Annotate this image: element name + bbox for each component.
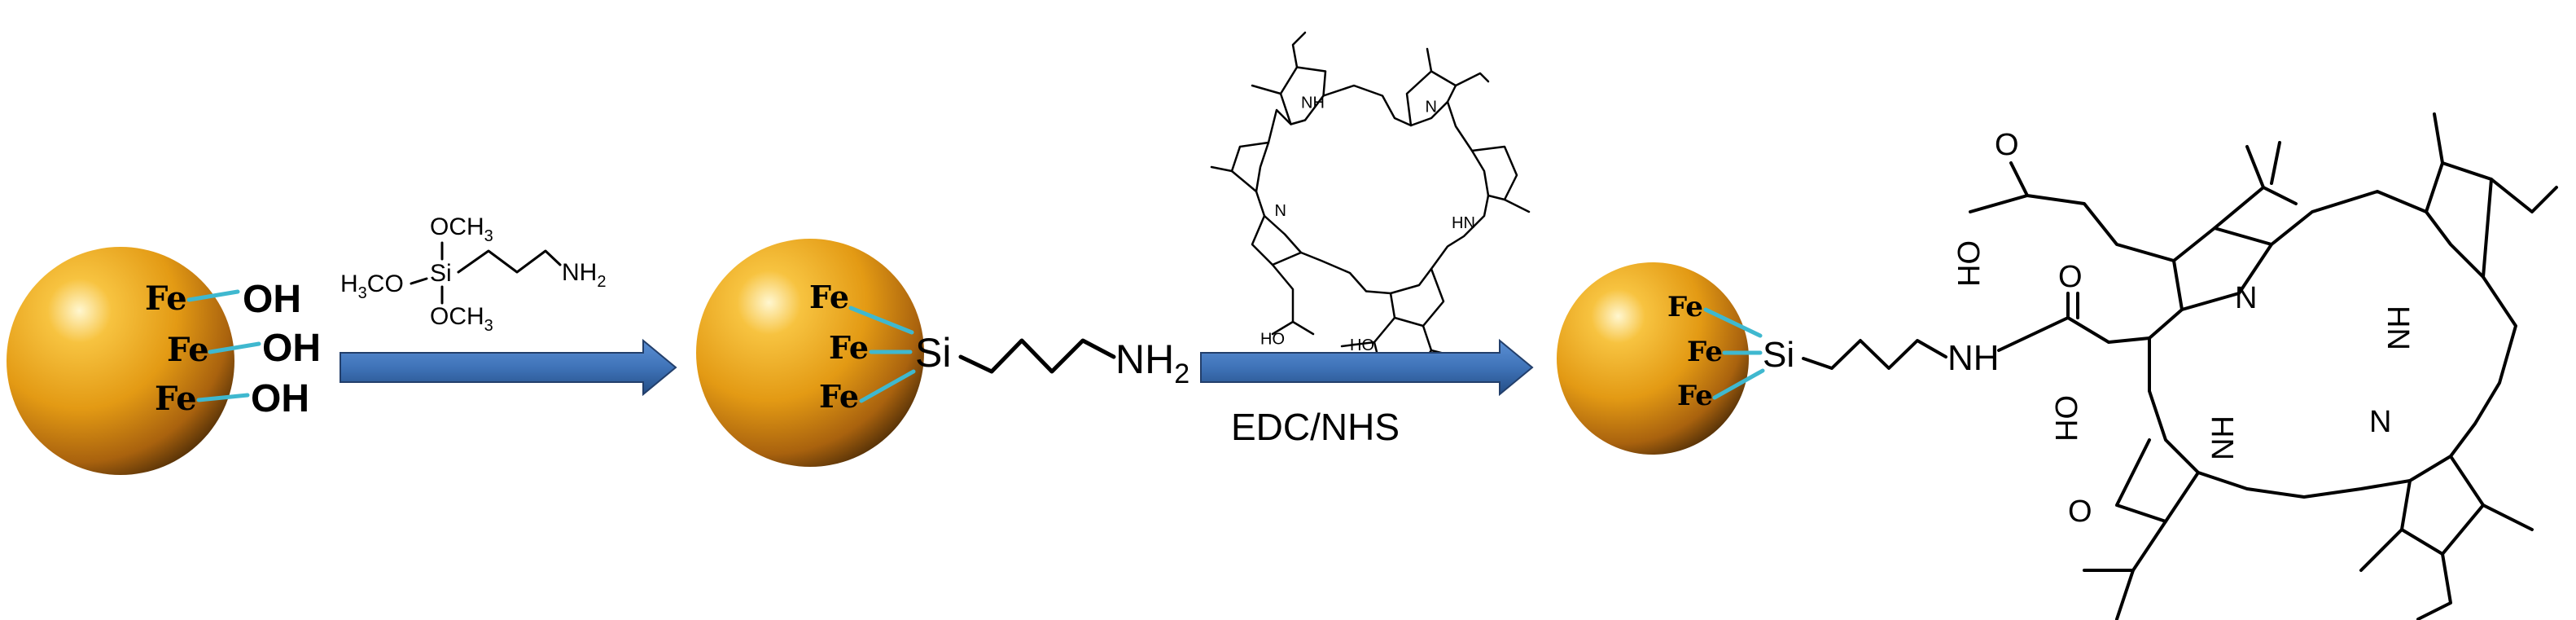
si-o-left-bond (410, 277, 428, 285)
particle-conjugate: Fe Fe Fe Si NH (1557, 112, 2558, 620)
fe-o-si-bond-3 (1712, 368, 1765, 400)
product-porphyrin (1969, 112, 2558, 620)
porphyrin-label-ho-2: HO (1350, 336, 1374, 354)
product-label-o-3: O (2068, 495, 2092, 529)
fe-label-3: Fe (819, 378, 859, 415)
porphyrin-label-n-1: N (1426, 99, 1437, 117)
product-label-oh-2: OH (2048, 395, 2083, 442)
reaction-arrow-2 (1200, 338, 1534, 397)
amine-label: NH2 (1115, 336, 1189, 389)
product-label-o-2: O (1995, 128, 2019, 162)
fe-label-2: Fe (167, 331, 209, 369)
silicon-label: Si (915, 330, 951, 376)
particle-amine: Fe Fe Fe Si NH2 (696, 239, 1189, 467)
nanoparticle-sphere (7, 247, 234, 475)
methoxy-left-label: H3CO (340, 270, 404, 302)
reaction-arrow-1 (340, 338, 677, 397)
hydroxyl-label-1: OH (243, 278, 301, 321)
fe-o-si-bond-1 (1703, 307, 1763, 338)
fe-o-si-bond-3 (859, 369, 916, 403)
fe-label-3: Fe (155, 380, 197, 418)
fe-o-si-bond-1 (848, 306, 914, 335)
fe-label-2: Fe (1687, 336, 1723, 368)
silane-reagent: OCH3 Si H3CO OCH3 NH2 (340, 213, 606, 335)
coupling-reagent-label: EDC/NHS (1231, 406, 1400, 448)
fe-oh-bond-1 (186, 289, 240, 302)
hydroxyl-label-2: OH (262, 327, 321, 370)
product-label-n-2: N (2369, 405, 2391, 439)
fe-label-2: Fe (829, 329, 869, 366)
fe-label-1: Fe (145, 279, 187, 318)
nanoparticle-sphere (1557, 262, 1749, 455)
amine-label: NH2 (562, 259, 606, 291)
hydroxyl-label-3: OH (251, 377, 309, 420)
product-label-nh: NH (2206, 416, 2241, 460)
propyl-chain (1802, 339, 1947, 370)
fe-oh-bond-3 (196, 393, 250, 402)
porphyrin-label-n-2: N (1275, 202, 1286, 220)
porphyrin-reagent: NH N N HN HO OH HO (1210, 31, 1531, 385)
methoxy-bottom-label: OCH3 (430, 303, 493, 335)
particle-hydroxylated: Fe Fe Fe OH OH OH (7, 247, 321, 475)
porphyrin-label-nh: NH (1301, 95, 1325, 112)
fe-label-1: Fe (809, 279, 849, 315)
amide-nh-label: NH (1947, 338, 2000, 378)
fe-label-3: Fe (1677, 380, 1713, 412)
silicon-label: Si (430, 260, 452, 287)
methoxy-top-label: OCH3 (430, 213, 493, 245)
fe-oh-bond-2 (208, 341, 261, 354)
product-label-hn: HN (2381, 306, 2415, 350)
propyl-chain (958, 338, 1116, 374)
product-label-oh-1: OH (1951, 240, 1985, 287)
product-label-o-1: O (2058, 260, 2083, 294)
propyl-chain (457, 249, 562, 274)
nanoparticle-sphere (696, 239, 924, 467)
fe-label-1: Fe (1667, 291, 1703, 323)
product-label-n-1: N (2235, 281, 2257, 315)
silicon-label: Si (1763, 335, 1794, 375)
porphyrin-label-ho-1: HO (1260, 331, 1285, 349)
porphyrin-label-hn: HN (1452, 214, 1475, 232)
